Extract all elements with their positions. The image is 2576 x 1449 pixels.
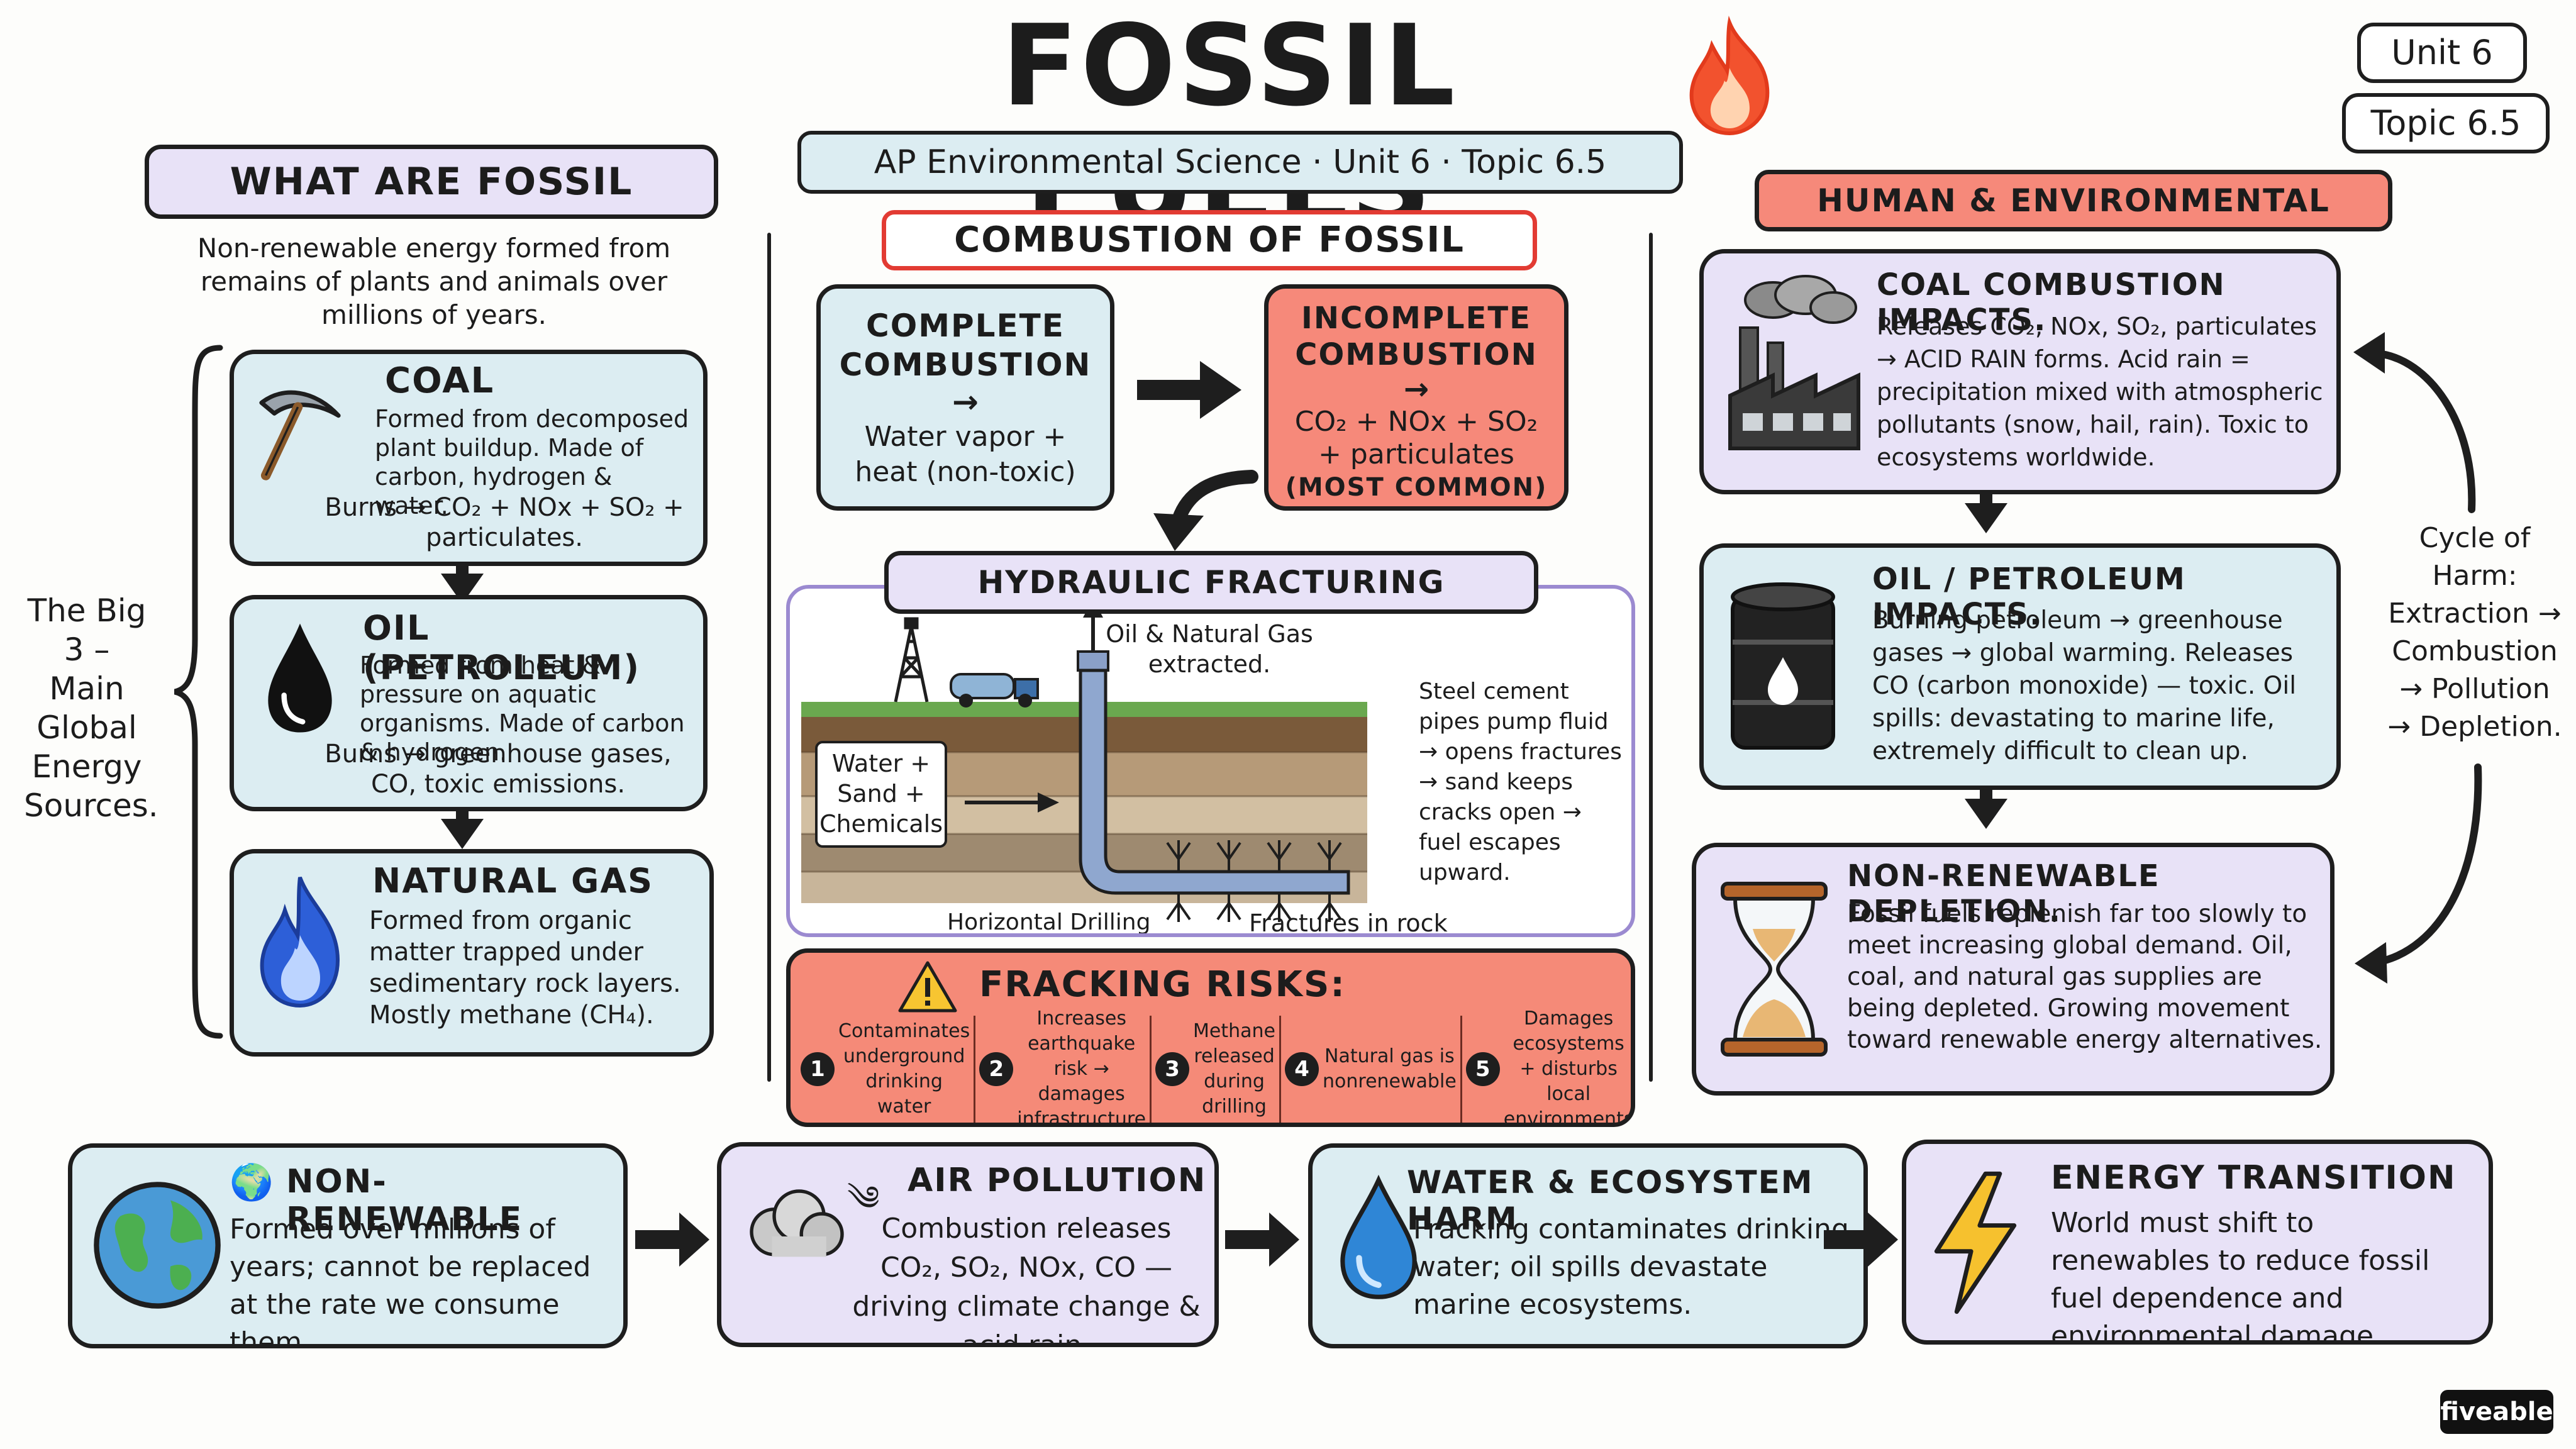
coal-impacts-body: Releases CO₂, NOx, SO₂, particulates → A… [1877, 313, 2323, 471]
oil-impacts-title: OIL / PETROLEUM IMPACTS. [1872, 562, 2186, 632]
coal-card: COAL Formed from decomposed plant buildu… [230, 350, 708, 566]
risk-item: 1 Contaminates underground drinking wate… [797, 1016, 976, 1123]
summary-body-energy: World must shift to renewables to reduce… [2051, 1207, 2430, 1345]
injection-label: Water + Sand + Chemicals [815, 741, 947, 848]
page-title: FOSSIL FUELS [1001, 1, 1458, 245]
tanker-truck-icon [950, 673, 1039, 708]
natural-gas-card: NATURAL GAS Formed from organic matter t… [230, 849, 714, 1057]
pickaxe-icon [259, 390, 341, 480]
subtitle-banner: AP Environmental Science · Unit 6 · Topi… [797, 131, 1683, 194]
cycle-label: Cycle of Harm: Extraction → Combustion →… [2387, 522, 2562, 743]
unit-badge: Unit 6 [2357, 23, 2527, 83]
gas-title: NATURAL GAS [372, 861, 654, 901]
brand-logo: fiveable [2440, 1390, 2553, 1434]
summary-body-air-pollution: Combustion releases CO₂, SO₂, NOx, CO — … [852, 1213, 1201, 1347]
gas-desc: Formed from organic matter trapped under… [369, 906, 681, 1030]
coal-title: COAL [385, 360, 495, 401]
risk-item: 5 Damages ecosystems + disturbs local en… [1462, 1008, 1631, 1123]
oil-impacts-body: Burning petroleum → greenhouse gases → g… [1872, 606, 2297, 765]
water-drop-icon [1340, 1174, 1417, 1299]
oil-gas-extracted-label: Oil & Natural Gas extracted. [1106, 620, 1313, 678]
risk-item: 3 Methane released during drilling [1152, 1016, 1282, 1123]
summary-card-water: WATER & ECOSYSTEM HARM Fracking contamin… [1308, 1143, 1868, 1348]
summary-body-water: Fracking contaminates drinking water; oi… [1413, 1213, 1849, 1321]
incomplete-combustion-card: INCOMPLETE COMBUSTION → CO₂ + NOx + SO₂ … [1264, 284, 1568, 511]
depletion-title: NON-RENEWABLE DEPLETION. [1847, 858, 2160, 929]
wind-icon: ༄ [847, 1179, 880, 1218]
cycle-arrows [2353, 332, 2482, 984]
divider-right [1649, 233, 1653, 1082]
fracking-risks-panel: FRACKING RISKS: 1 Contaminates undergrou… [786, 948, 1635, 1127]
small-globe-icon: 🌍 [230, 1162, 274, 1203]
coal-impacts-title: COAL COMBUSTION IMPACTS. [1877, 267, 2226, 338]
hourglass-icon [1721, 882, 1828, 1057]
brace-label: The Big 3 – Main Global Energy Sources. [24, 592, 158, 824]
summary-title-energy: ENERGY TRANSITION [2051, 1159, 2457, 1197]
coal-impacts-card: COAL COMBUSTION IMPACTS. Releases CO₂, N… [1699, 249, 2341, 494]
oil-to-depletion-arrow [1965, 799, 2007, 829]
bottom-arrow-1 [635, 1213, 709, 1267]
left-heading: WHAT ARE FOSSIL FUELS? [145, 145, 718, 219]
topic-badge: Topic 6.5 [2342, 93, 2550, 153]
risk-item: 4 Natural gas is nonrenewable [1281, 1016, 1462, 1123]
globe-icon [94, 1182, 221, 1309]
bottom-arrow-2 [1225, 1213, 1299, 1267]
depletion-body: Fossil fuels replenish far too slowly to… [1847, 900, 2323, 1054]
fracking-heading: HYDRAULIC FRACTURING (FRACKING) [884, 551, 1538, 614]
summary-title-air-pollution: AIR POLLUTION [908, 1162, 1207, 1199]
summary-title-nonrenewable: NON-RENEWABLE [286, 1163, 523, 1238]
risks-heading: FRACKING RISKS: [979, 964, 1346, 1005]
oil-card: OIL (PETROLEUM) Formed from heat & press… [230, 595, 708, 811]
combustion-heading: COMBUSTION OF FOSSIL FUELS [882, 210, 1537, 270]
oil-impacts-card: OIL / PETROLEUM IMPACTS. Burning petrole… [1699, 543, 2341, 790]
fracking-panel: Water + Sand + Chemicals Oil & Natural G… [786, 585, 1635, 937]
depletion-card: NON-RENEWABLE DEPLETION. Fossil fuels re… [1692, 843, 2334, 1096]
coal-to-oil-impacts-arrow [1965, 503, 2007, 533]
fractures-label: Fractures in rock [1249, 909, 1448, 937]
blue-flame-icon [260, 876, 340, 1008]
horizontal-drilling-label: Horizontal Drilling [947, 909, 1151, 935]
oil-barrel-icon [1731, 582, 1835, 750]
risks-row: 1 Contaminates underground drinking wate… [797, 1008, 1631, 1123]
curved-arrow-down [1153, 470, 1258, 551]
steel-pipes-text: Steel cement pipes pump fluid → opens fr… [1419, 679, 1622, 886]
flame-icon [1689, 15, 1770, 136]
oil-desc: Formed from heat & pressure on aquatic o… [360, 652, 685, 766]
left-intro: Non-renewable energy formed from remains… [197, 233, 671, 330]
right-heading: HUMAN & ENVIRONMENTAL IMPACTS [1755, 170, 2392, 231]
oil-to-gas-arrow [441, 819, 484, 849]
risk-item: 2 Increases earthquake risk → damages in… [975, 1008, 1152, 1123]
summary-card-energy-transition: ENERGY TRANSITION World must shift to re… [1902, 1140, 2493, 1345]
coal-desc: Formed from decomposed plant buildup. Ma… [375, 405, 689, 519]
complete-combustion-card: COMPLETE COMBUSTION → Water vapor + heat… [816, 284, 1114, 511]
summary-title-water: WATER & ECOSYSTEM HARM [1407, 1164, 1814, 1237]
warning-icon [898, 961, 957, 1013]
factory-icon [1728, 275, 1860, 450]
oil-drop-icon [268, 623, 332, 733]
summary-card-air-pollution: ༄ AIR POLLUTION Combustion releases CO₂,… [717, 1142, 1219, 1347]
summary-card-nonrenewable: NON-RENEWABLE 🌍 Formed over millions of … [68, 1143, 628, 1348]
divider-left [767, 233, 771, 1082]
drilling-derrick-icon [894, 617, 929, 702]
brace-bracket [174, 345, 223, 1039]
bottom-arrow-3 [1824, 1213, 1898, 1267]
smoke-cloud-icon [750, 1189, 844, 1257]
oil-burns: Burns → greenhouse gases, CO, toxic emis… [325, 740, 672, 799]
subtitle-text: AP Environmental Science · Unit 6 · Topi… [874, 143, 1607, 181]
oil-title: OIL (PETROLEUM) [363, 608, 641, 687]
coal-burns: Burns → CO₂ + NOx + SO₂ + particulates. [325, 493, 684, 552]
lightning-bolt-icon [1934, 1171, 2017, 1314]
combustion-arrow-right [1137, 361, 1241, 419]
summary-body-nonrenewable: Formed over millions of years; cannot be… [230, 1213, 591, 1348]
